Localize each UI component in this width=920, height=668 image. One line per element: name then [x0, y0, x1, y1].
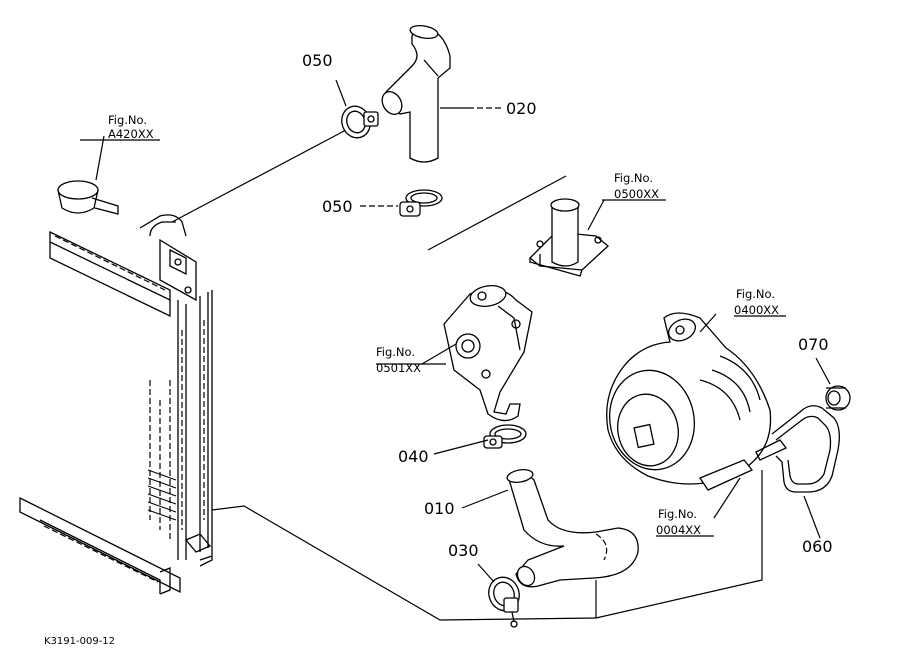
part-label-010: 010 [424, 499, 455, 518]
part-label-020: 020 [506, 99, 537, 118]
figref-0500-title: Fig.No. [614, 171, 653, 185]
thermostat-housing [529, 198, 609, 277]
figref-0500-code: 0500XX [614, 187, 659, 201]
clamp-050-upper [341, 105, 379, 139]
figref-0400-title: Fig.No. [736, 287, 775, 301]
figref-0400-code: 0400XX [734, 303, 779, 317]
part-label-040: 040 [398, 447, 429, 466]
lower-hose-010 [506, 469, 639, 588]
alternator [606, 312, 788, 491]
pipe-060 [771, 405, 840, 493]
part-label-070: 070 [798, 335, 829, 354]
radiator [19, 180, 213, 595]
figref-a420-code: A420XX [108, 127, 154, 141]
figref-0004-title: Fig.No. [658, 507, 697, 521]
upper-hose-020 [381, 24, 451, 163]
part-label-060: 060 [802, 537, 833, 556]
figref-0501-code: 0501XX [376, 361, 421, 375]
part-label-030: 030 [448, 541, 479, 560]
part-label-050-upper: 050 [302, 51, 333, 70]
water-pump [443, 285, 533, 422]
clamp-050-middle [399, 189, 443, 217]
part-label-050-middle: 050 [322, 197, 353, 216]
figref-a420-title: Fig.No. [108, 113, 147, 127]
figref-0501-title: Fig.No. [376, 345, 415, 359]
clamp-030 [488, 576, 520, 628]
figref-0004-code: 0004XX [656, 523, 701, 537]
fitting-070 [825, 385, 851, 411]
clamp-040 [483, 424, 527, 449]
drawing-code: K3191-009-12 [44, 636, 115, 647]
